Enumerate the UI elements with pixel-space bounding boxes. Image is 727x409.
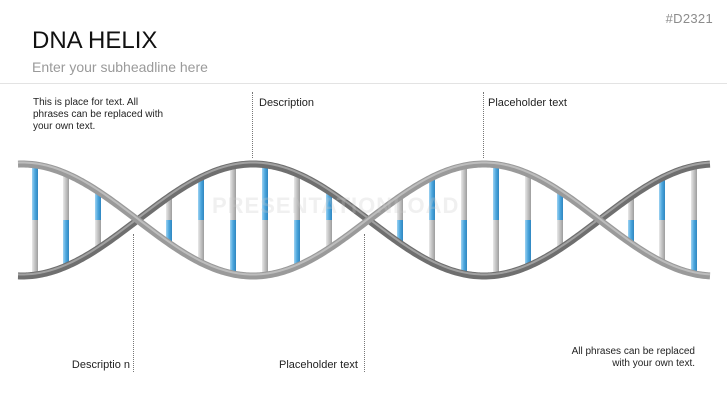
helix-rung-upper bbox=[32, 164, 38, 220]
helix-rung-upper bbox=[461, 166, 467, 220]
helix-rung-upper bbox=[691, 166, 697, 220]
helix-rung-upper bbox=[95, 191, 101, 220]
text-block-top-left[interactable]: This is place for text. All phrases can … bbox=[33, 97, 164, 132]
helix-rung-lower bbox=[326, 220, 332, 249]
callout-line-top-placeholder bbox=[483, 92, 484, 158]
helix-rung-upper bbox=[294, 173, 300, 220]
helix-rung-upper bbox=[525, 173, 531, 220]
helix-rung-lower bbox=[63, 220, 69, 267]
helix-rung-lower bbox=[493, 220, 499, 276]
helix-rung-lower bbox=[262, 220, 268, 276]
helix-rung-lower bbox=[691, 220, 697, 274]
callout-line-bottom-description bbox=[133, 234, 134, 372]
helix-rung-lower bbox=[557, 220, 563, 249]
helix-rung-lower bbox=[294, 220, 300, 267]
helix-rung-upper bbox=[493, 164, 499, 220]
helix-rung-lower bbox=[95, 220, 101, 249]
page-title[interactable]: DNA HELIX bbox=[32, 27, 158, 54]
helix-rung-upper bbox=[429, 177, 435, 220]
helix-rung-upper bbox=[262, 164, 268, 220]
callout-line-bottom-placeholder bbox=[364, 234, 365, 372]
helix-rung-upper bbox=[628, 196, 634, 220]
title-divider bbox=[0, 83, 727, 84]
helix-rung-lower bbox=[659, 220, 665, 263]
helix-rung-lower bbox=[230, 220, 236, 274]
helix-rung-upper bbox=[326, 191, 332, 220]
helix-rung-lower bbox=[525, 220, 531, 267]
helix-rung-upper bbox=[63, 173, 69, 220]
helix-rung-upper bbox=[230, 166, 236, 220]
text-block-bottom-right[interactable]: All phrases can be replaced with your ow… bbox=[571, 346, 695, 369]
callout-line-top-description bbox=[252, 92, 253, 158]
helix-strand-back-highlight bbox=[17, 161, 711, 276]
helix-rung-lower bbox=[166, 220, 172, 244]
helix-rung-upper bbox=[198, 177, 204, 220]
label-placeholder-top[interactable]: Placeholder text bbox=[488, 97, 567, 109]
helix-rungs bbox=[32, 164, 697, 276]
slide-id: #D2321 bbox=[665, 11, 713, 26]
helix-strand-back bbox=[17, 160, 711, 280]
helix-strand-front-highlight bbox=[17, 161, 711, 276]
helix-rung-upper bbox=[166, 196, 172, 220]
page-subtitle[interactable]: Enter your subheadline here bbox=[32, 59, 208, 75]
helix-strands bbox=[17, 160, 711, 280]
helix-rung-lower bbox=[32, 220, 38, 276]
watermark-text: PRESENTATIONLOAD bbox=[212, 193, 460, 218]
helix-rung-lower bbox=[429, 220, 435, 263]
label-placeholder-bottom[interactable]: Placeholder text bbox=[279, 359, 358, 371]
helix-strand-front bbox=[17, 160, 711, 280]
helix-rung-upper bbox=[557, 191, 563, 220]
helix-rung-lower bbox=[461, 220, 467, 274]
helix-rung-lower bbox=[628, 220, 634, 244]
helix-rung-upper bbox=[397, 196, 403, 220]
label-description-top[interactable]: Description bbox=[259, 97, 315, 109]
helix-rung-lower bbox=[397, 220, 403, 244]
helix-rung-lower bbox=[198, 220, 204, 263]
helix-rung-upper bbox=[659, 177, 665, 220]
label-description-bottom[interactable]: Descriptio n bbox=[71, 359, 130, 371]
